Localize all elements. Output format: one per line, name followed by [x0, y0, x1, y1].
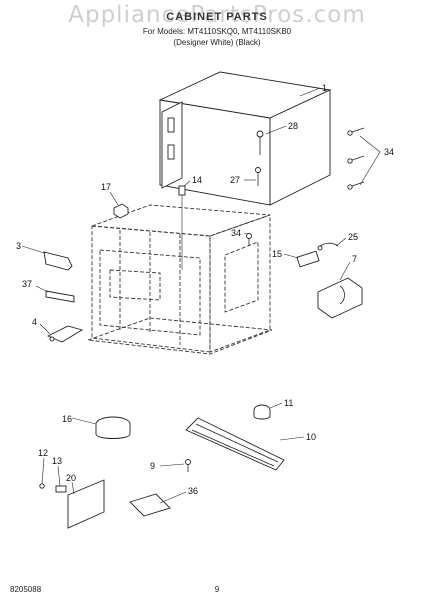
- callout-1: 1: [322, 83, 327, 93]
- callout-10: 10: [306, 432, 316, 442]
- watermark: AppliancePartsPros.com: [68, 2, 366, 28]
- screw-part-28[interactable]: [256, 130, 264, 155]
- screw-part-9[interactable]: [185, 459, 191, 473]
- part-15[interactable]: [296, 250, 320, 268]
- document-number: 8205088: [10, 585, 42, 594]
- part-17[interactable]: [113, 203, 129, 219]
- callout-16: 16: [62, 414, 72, 424]
- diagram-title: CABINET PARTS: [166, 11, 268, 23]
- callout-37: 37: [22, 279, 32, 289]
- color-variants: (Designer White) (Black): [173, 38, 261, 47]
- screw-part-34-middle[interactable]: [246, 233, 252, 247]
- screw-part-27[interactable]: [255, 167, 261, 187]
- callout-7: 7: [352, 254, 357, 264]
- callout-17: 17: [101, 182, 111, 192]
- callout-leader-lines: [21, 87, 381, 504]
- part-3[interactable]: [43, 251, 73, 271]
- part-12-13[interactable]: [39, 483, 67, 493]
- callout-34-right: 34: [384, 147, 394, 157]
- oven-chassis-outline: [87, 204, 273, 355]
- callout-20: 20: [66, 473, 76, 483]
- part-37[interactable]: [45, 290, 75, 303]
- callout-3: 3: [16, 241, 21, 251]
- callout-27: 27: [230, 175, 240, 185]
- part-10-gasket[interactable]: [185, 417, 285, 471]
- callout-25: 25: [348, 232, 358, 242]
- callout-15: 15: [272, 249, 282, 259]
- part-11[interactable]: [253, 404, 271, 420]
- page-number: 9: [214, 585, 220, 594]
- callout-36: 36: [188, 486, 198, 496]
- part-16[interactable]: [95, 416, 131, 439]
- callout-12: 12: [38, 448, 48, 458]
- callout-4: 4: [32, 317, 37, 327]
- part-36[interactable]: [129, 493, 171, 517]
- callout-13: 13: [52, 456, 62, 466]
- cabinet-wrapper-part[interactable]: [158, 71, 332, 206]
- callout-11: 11: [284, 398, 293, 408]
- screw-part-34-right[interactable]: [347, 127, 365, 190]
- part-25[interactable]: [317, 242, 339, 251]
- callout-9: 9: [150, 461, 155, 471]
- model-numbers: For Models: MT4110SKQ0, MT4110SKB0: [142, 27, 292, 36]
- callout-34-middle: 34: [231, 228, 241, 238]
- part-7-bracket[interactable]: [317, 277, 363, 319]
- part-14[interactable]: [178, 185, 186, 270]
- part-20-plate[interactable]: [67, 479, 105, 529]
- callout-labels: 1 28 34 17 14 27 34 25 3 15 7 37 4 16 11…: [16, 83, 394, 496]
- callout-28: 28: [288, 121, 298, 131]
- callout-14: 14: [192, 175, 202, 185]
- part-4[interactable]: [46, 325, 84, 343]
